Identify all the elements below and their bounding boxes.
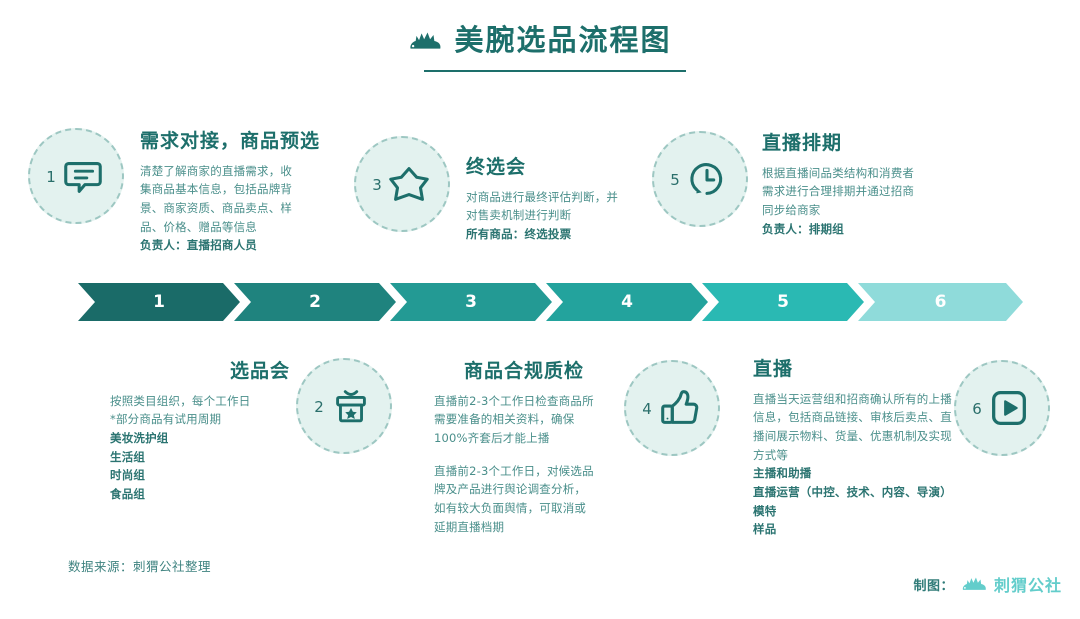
step-line: 品、价格、赠品等信息 <box>140 219 257 234</box>
step-line: 景、商家资质、商品卖点、样 <box>140 201 293 216</box>
step-line: 需要准备的相关资料，确保 <box>434 412 575 427</box>
hedgehog-logo-icon <box>410 32 441 49</box>
step-number-3: 3 <box>372 176 382 194</box>
step-badge-2: 2 <box>296 358 392 454</box>
credit-brand-name: 刺猬公社 <box>993 576 1062 595</box>
step-heading-1: 需求对接，商品预选 <box>140 130 321 152</box>
step-line: 播间展示物料、货量、优惠机制及实现 <box>753 429 952 444</box>
step-badge-3: 3 <box>354 136 450 232</box>
step-line: 美妆洗护组 <box>110 431 169 446</box>
page-title: 美腕选品流程图 <box>0 26 1080 55</box>
step-line: 样品 <box>753 522 777 537</box>
data-source-label: 数据来源：刺猬公社整理 <box>68 559 212 574</box>
step-line: 直播运营（中控、技术、内容、导演） <box>753 484 952 499</box>
step-heading-6: 直播 <box>753 358 794 380</box>
credit-block: 制图： 刺猬公社 <box>913 572 1062 596</box>
chevron-step-4[interactable]: 4 <box>546 283 708 321</box>
step-line: 直播前2-3个工作日，对候选品 <box>434 463 594 478</box>
chevron-label: 4 <box>621 292 633 312</box>
step-line: 模特 <box>753 503 777 518</box>
step-badge-4: 4 <box>624 360 720 456</box>
page-title-text: 美腕选品流程图 <box>454 23 672 57</box>
step-line: 所有商品：终选投票 <box>466 227 572 242</box>
step-block-5: 直播排期 根据直播间品类结构和消费者 需求进行合理排期并通过招商 同步给商家 负… <box>762 132 962 238</box>
hedgehog-logo-icon <box>962 577 986 590</box>
step-number-4: 4 <box>642 400 652 418</box>
gift-box-star-icon <box>335 390 366 423</box>
step-line: 对售卖机制进行判断 <box>466 208 572 223</box>
step-line: 负责人：直播招商人员 <box>140 238 257 253</box>
title-underline <box>424 70 686 72</box>
step-number-6: 6 <box>972 400 982 418</box>
step-heading-2: 选品会 <box>229 360 290 382</box>
step-line: 对商品进行最终评估判断，并 <box>466 189 619 204</box>
chevron-step-1[interactable]: 1 <box>78 283 240 321</box>
step-line: 直播前2-3个工作日检查商品所 <box>434 393 594 408</box>
star-icon <box>389 167 429 201</box>
step-block-6: 直播 直播当天运营组和招商确认所有的上播 信息，包括商品链接、审核后卖点、直 播… <box>753 358 1003 539</box>
step-line: 直播当天运营组和招商确认所有的上播 <box>753 391 952 406</box>
clock-icon <box>690 163 722 195</box>
step-badge-5: 5 <box>652 131 748 227</box>
step-line: 牌及产品进行舆论调查分析， <box>434 482 587 497</box>
step-line: 按照类目组织，每个工作日 <box>110 393 251 408</box>
chevron-label: 3 <box>465 292 477 312</box>
step-number-2: 2 <box>314 398 324 416</box>
credit-label: 制图： <box>913 578 954 594</box>
step-line: 如有较大负面舆情，可取消或 <box>434 500 587 515</box>
step-line: 同步给商家 <box>762 203 821 218</box>
step-line: *部分商品有试用周期 <box>110 412 222 427</box>
step-badge-6: 6 <box>954 360 1050 456</box>
chevron-label: 5 <box>777 292 789 312</box>
process-step-bar: 1 2 3 4 5 6 <box>78 283 1023 321</box>
thumbs-up-icon <box>660 390 699 424</box>
step-heading-3: 终选会 <box>466 156 527 178</box>
play-button-icon <box>991 391 1026 425</box>
chevron-label: 1 <box>153 292 165 312</box>
chevron-step-5[interactable]: 5 <box>702 283 864 321</box>
step-block-2: 选品会 按照类目组织，每个工作日 *部分商品有试用周期 美妆洗护组 生活组 时尚… <box>110 360 290 504</box>
chevron-step-2[interactable]: 2 <box>234 283 396 321</box>
step-line: 信息，包括商品链接、审核后卖点、直 <box>753 410 952 425</box>
step-line: 100%齐套后才能上播 <box>434 431 550 446</box>
step-block-3: 终选会 对商品进行最终评估判断，并 对售卖机制进行判断 所有商品：终选投票 <box>466 156 676 244</box>
step-line: 食品组 <box>110 486 146 501</box>
step-line: 需求进行合理排期并通过招商 <box>762 184 915 199</box>
step-block-4: 商品合规质检 直播前2-3个工作日检查商品所 需要准备的相关资料，确保 100%… <box>434 360 614 536</box>
step-line: 时尚组 <box>110 468 146 483</box>
chevron-label: 2 <box>309 292 321 312</box>
step-line: 清楚了解商家的直播需求，收 <box>140 163 293 178</box>
step-badge-1: 1 <box>28 128 124 224</box>
step-number-1: 1 <box>46 168 56 186</box>
speech-bubble-icon <box>63 162 102 193</box>
step-heading-5: 直播排期 <box>762 132 843 154</box>
chevron-step-6[interactable]: 6 <box>858 283 1023 321</box>
step-line: 主播和助播 <box>753 466 812 481</box>
step-block-1: 需求对接，商品预选 清楚了解商家的直播需求，收 集商品基本信息，包括品牌背 景、… <box>140 130 330 255</box>
step-line: 方式等 <box>753 447 789 462</box>
step-heading-4: 商品合规质检 <box>463 360 584 382</box>
chevron-step-3[interactable]: 3 <box>390 283 552 321</box>
step-number-5: 5 <box>670 171 680 189</box>
step-line: 生活组 <box>110 449 146 464</box>
chevron-label: 6 <box>934 292 947 312</box>
step-line: 负责人：排期组 <box>762 221 844 236</box>
step-line: 根据直播间品类结构和消费者 <box>762 165 915 180</box>
step-line: 集商品基本信息，包括品牌背 <box>140 182 293 197</box>
step-line: 延期直播档期 <box>434 519 505 534</box>
